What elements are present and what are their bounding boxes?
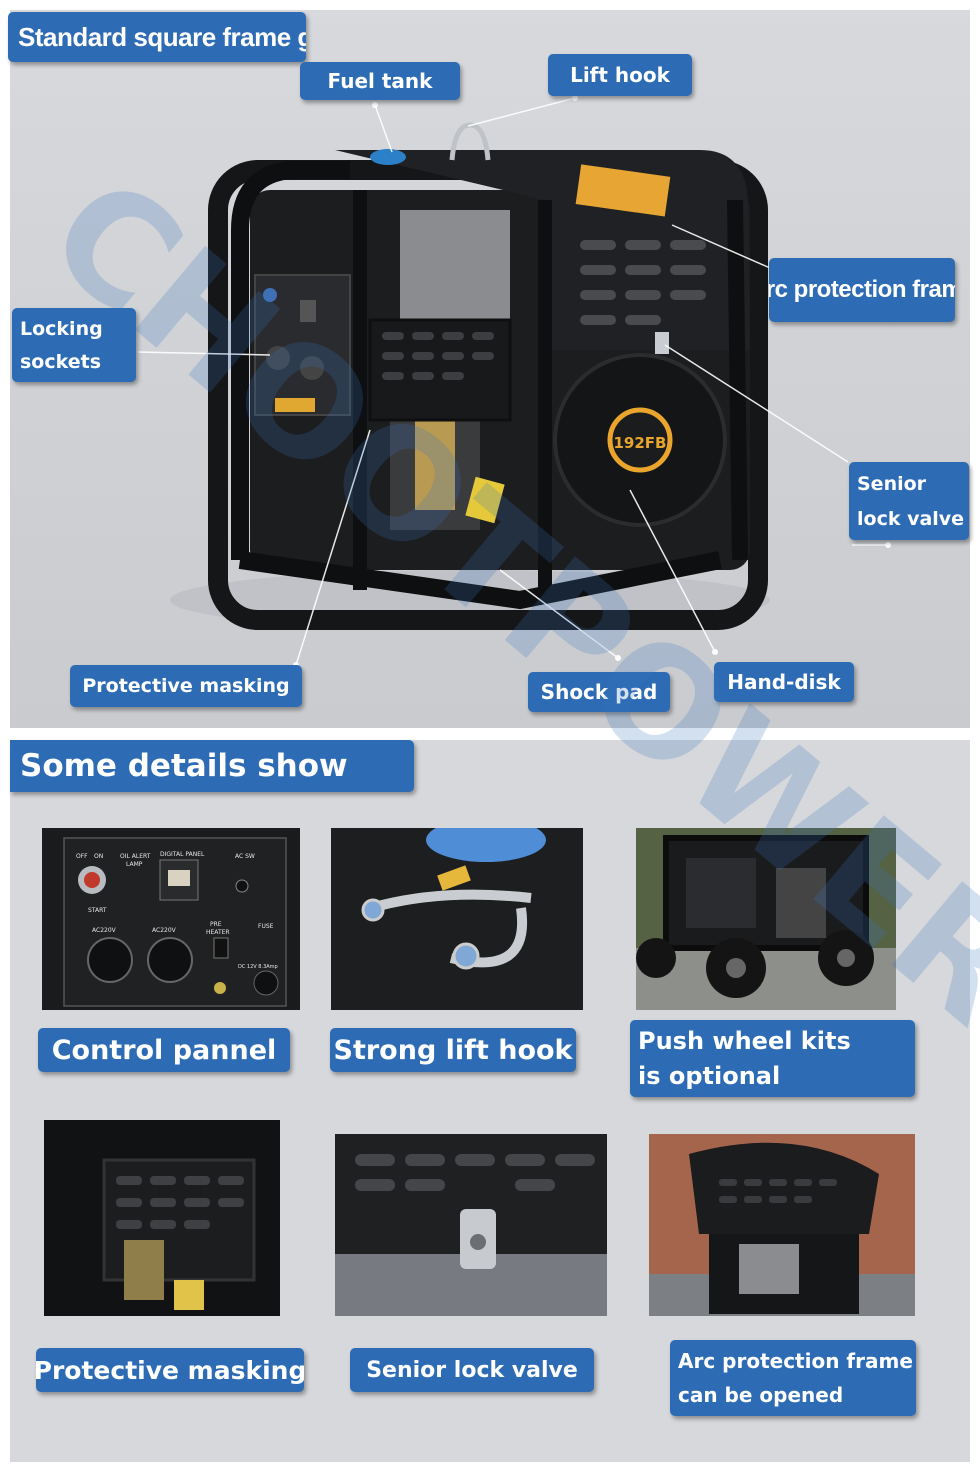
cp-label-digital-panel: DIGITAL PANEL [160,851,205,858]
lift-hook-photo [331,828,583,1010]
cp-label-ac220v-2: AC220V [152,927,177,934]
hero-title: Standard square frame genset [8,12,306,62]
protective-masking-drawing [44,1120,280,1316]
caption-arc-protection-frame-opened: Arc protection frame can be opened [670,1340,916,1416]
push-wheel-drawing [636,828,896,1010]
lift-hook-drawing [331,828,583,1010]
caption-push-wheel-kits: Push wheel kits is optional [630,1020,915,1097]
generator-illustration: 192FB [170,122,770,630]
callout-hand-disk: Hand-disk [714,662,854,702]
caption-control-pannel: Control pannel [38,1028,290,1072]
caption-protective-masking: Protective masking [36,1348,304,1392]
details-heading: Some details show [10,740,414,792]
cp-label-ac-sw: AC SW [235,853,255,860]
arc-frame-opened-photo [649,1134,915,1316]
callout-arc-protection-frame: Arc protection frame [769,258,955,322]
engine-badge: 192FB [614,434,667,452]
caption-senior-lock-valve: Senior lock valve [350,1348,594,1392]
cp-label-oil-alert: OIL ALERT [120,853,151,860]
cp-label-off: OFF [76,853,88,860]
callout-lift-hook: Lift hook [548,54,692,96]
callout-fuel-tank: Fuel tank [300,62,460,100]
callout-shock-pad: Shock pad [528,672,670,712]
cp-label-ac220v-1: AC220V [92,927,117,934]
push-wheel-photo [636,828,896,1010]
control-panel-drawing: OFF ON START OIL ALERT LAMP DIGITAL PANE… [63,837,287,1007]
callout-locking-sockets: Locking sockets [12,308,136,382]
control-panel-photo: OFF ON START OIL ALERT LAMP DIGITAL PANE… [42,828,300,1010]
senior-lock-valve-drawing [335,1134,607,1316]
caption-strong-lift-hook: Strong lift hook [330,1028,576,1072]
cp-label-lamp: LAMP [126,861,143,868]
protective-masking-photo [44,1120,280,1316]
cp-label-start: START [88,907,107,914]
callout-protective-masking: Protective masking [70,665,302,707]
cp-label-heater: HEATER [206,929,230,936]
cp-label-dc: DC 12V 8.3Amp [238,964,278,970]
cp-label-fuse: FUSE [258,923,274,930]
cp-label-on: ON [94,853,103,860]
cp-label-pre: PRE [210,921,222,928]
senior-lock-valve-photo [335,1134,607,1316]
arc-frame-opened-drawing [649,1134,915,1316]
callout-senior-lock-valve: Senior lock valve [849,462,969,540]
